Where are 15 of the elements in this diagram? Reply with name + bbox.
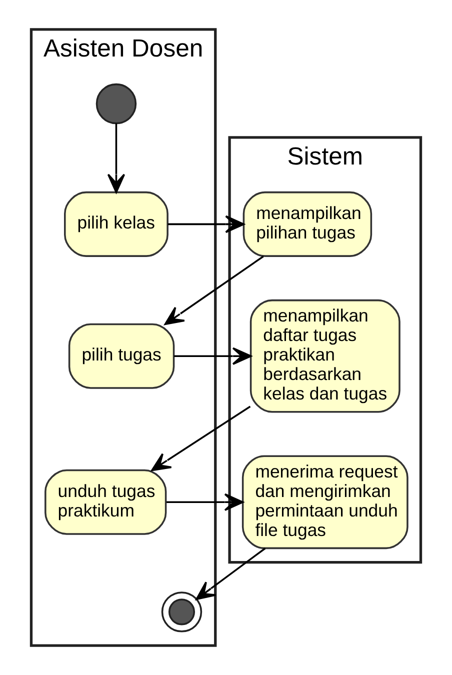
node-bullseye	[161, 592, 202, 632]
arrow	[166, 493, 244, 511]
arrow	[168, 215, 244, 234]
node-box: menampilkan daftar tugas praktikan berdasarkan kelas dan tugas	[250, 299, 400, 413]
arrow	[164, 256, 264, 325]
node-box: unduh tugas praktikum	[44, 469, 167, 535]
node-box: pilih tugas	[68, 323, 175, 389]
node-box: menampilkan pilihan tugas	[242, 191, 372, 257]
arrow	[196, 548, 266, 600]
arrow	[174, 347, 252, 365]
node-box: pilih kelas	[64, 191, 168, 257]
arrow	[151, 406, 251, 472]
node-circle	[96, 83, 137, 124]
arrow	[107, 123, 126, 194]
node-box: menerima request dan mengirimkan permintaan unduh file tugas	[242, 455, 408, 550]
